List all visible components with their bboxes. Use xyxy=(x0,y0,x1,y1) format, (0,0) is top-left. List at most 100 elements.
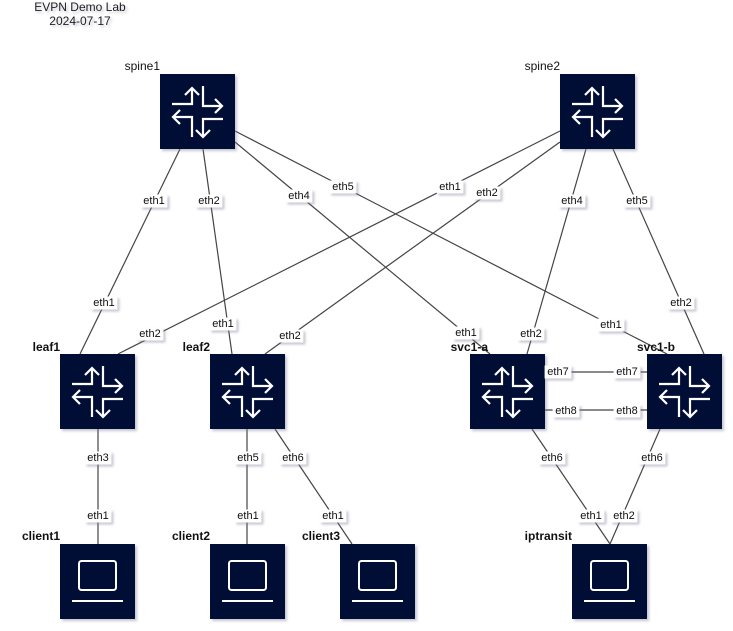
port-label-text: eth2 xyxy=(670,297,691,309)
node-label: spine1 xyxy=(125,59,161,73)
port-labels-layer: eth1 eth1 eth2 eth1 eth4 eth1 eth5 eth1 eth1 eth2… xyxy=(84,180,695,523)
port-label-background xyxy=(209,317,237,331)
router-node-box[interactable] xyxy=(60,354,135,429)
port-label-text: eth5 xyxy=(626,195,647,207)
port-label-background xyxy=(552,404,580,418)
link-spine2-eth5-to-svc1-b-eth2[interactable] xyxy=(612,148,705,355)
port-label-text: eth8 xyxy=(616,405,637,417)
port-label-background xyxy=(597,318,625,332)
port-label-text: eth1 xyxy=(87,510,108,522)
port-label-leaf2-eth1: eth1 xyxy=(209,317,237,331)
node-client3[interactable]: client3 xyxy=(302,529,415,619)
node-client1[interactable]: client1 xyxy=(22,529,135,619)
port-label-background xyxy=(319,509,347,523)
port-label-background xyxy=(279,451,307,465)
port-label-client3-eth1: eth1 xyxy=(319,509,347,523)
port-label-text: eth6 xyxy=(282,452,303,464)
port-label-background xyxy=(517,327,545,341)
port-label-client2-eth1: eth1 xyxy=(234,509,262,523)
port-label-text: eth1 xyxy=(212,318,233,330)
host-node-box[interactable] xyxy=(210,544,285,619)
node-client2[interactable]: client2 xyxy=(172,529,285,619)
port-label-background xyxy=(234,451,262,465)
port-label-background xyxy=(538,451,566,465)
node-label: client3 xyxy=(302,529,340,543)
port-label-text: eth4 xyxy=(561,195,582,207)
port-label-background xyxy=(544,365,572,379)
port-label-leaf1-eth1: eth1 xyxy=(90,296,118,310)
port-label-background xyxy=(473,186,501,200)
port-label-spine1-eth4: eth4 xyxy=(285,189,313,203)
node-spine2[interactable]: spine2 xyxy=(525,59,635,149)
link-spine1-eth5-to-svc1-b-eth1[interactable] xyxy=(234,130,668,355)
port-label-leaf1-eth3: eth3 xyxy=(84,451,112,465)
node-label: svc1-a xyxy=(451,340,489,354)
router-node-box[interactable] xyxy=(470,354,545,429)
port-label-background xyxy=(577,509,605,523)
router-node-box[interactable] xyxy=(210,354,285,429)
router-node-box[interactable] xyxy=(647,354,722,429)
port-label-svc1-b-eth7: eth7 xyxy=(613,365,641,379)
port-label-text: eth7 xyxy=(616,366,637,378)
node-svc1-a[interactable]: svc1-a xyxy=(451,340,545,429)
port-label-background xyxy=(452,326,480,340)
port-label-svc1-b-eth8: eth8 xyxy=(613,404,641,418)
host-node-box[interactable] xyxy=(60,544,135,619)
port-label-text: eth7 xyxy=(547,366,568,378)
link-leaf2-eth6-to-client3-eth1[interactable] xyxy=(274,428,353,545)
port-label-iptransit-eth2: eth2 xyxy=(610,509,638,523)
port-label-text: eth2 xyxy=(476,187,497,199)
link-spine2-eth4-to-svc1-a-eth2[interactable] xyxy=(526,148,587,355)
router-node-box[interactable] xyxy=(160,74,235,149)
port-label-svc1-b-eth1: eth1 xyxy=(597,318,625,332)
node-spine1[interactable]: spine1 xyxy=(125,59,235,149)
port-label-background xyxy=(90,296,118,310)
port-label-text: eth6 xyxy=(541,452,562,464)
port-label-svc1-b-eth2: eth2 xyxy=(667,296,695,310)
host-node-box[interactable] xyxy=(572,544,647,619)
port-label-background xyxy=(667,296,695,310)
node-leaf2[interactable]: leaf2 xyxy=(183,340,285,429)
port-label-background xyxy=(136,327,164,341)
port-label-background xyxy=(613,404,641,418)
link-svc1-b-eth6-to-iptransit-eth2[interactable] xyxy=(609,428,661,545)
port-label-spine2-eth5: eth5 xyxy=(623,194,651,208)
link-svc1-a-eth6-to-iptransit-eth1[interactable] xyxy=(531,428,611,545)
port-label-text: eth1 xyxy=(93,297,114,309)
link-spine2-eth2-to-leaf2-eth2[interactable] xyxy=(264,141,561,355)
port-label-text: eth2 xyxy=(139,328,160,340)
link-spine2-eth1-to-leaf1-eth2[interactable] xyxy=(117,130,561,355)
port-label-text: eth6 xyxy=(641,452,662,464)
link-spine1-eth4-to-svc1-a-eth1[interactable] xyxy=(234,141,491,355)
port-label-background xyxy=(638,451,666,465)
port-label-background xyxy=(329,180,357,194)
node-leaf1[interactable]: leaf1 xyxy=(33,340,135,429)
port-label-text: eth2 xyxy=(279,330,300,342)
port-label-text: eth1 xyxy=(600,319,621,331)
port-label-background xyxy=(610,509,638,523)
port-label-client1-eth1: eth1 xyxy=(84,509,112,523)
port-label-text: eth2 xyxy=(613,510,634,522)
port-label-leaf2-eth2: eth2 xyxy=(276,329,304,343)
router-node-box[interactable] xyxy=(560,74,635,149)
port-label-background xyxy=(234,509,262,523)
port-label-text: eth1 xyxy=(143,195,164,207)
link-spine1-eth1-to-leaf1-eth1[interactable] xyxy=(79,148,181,355)
port-label-text: eth1 xyxy=(580,510,601,522)
port-label-leaf2-eth6: eth6 xyxy=(279,451,307,465)
host-node-box[interactable] xyxy=(340,544,415,619)
port-label-background xyxy=(140,194,168,208)
port-label-spine2-eth2: eth2 xyxy=(473,186,501,200)
port-label-text: eth1 xyxy=(455,327,476,339)
port-label-svc1-a-eth6: eth6 xyxy=(538,451,566,465)
node-label: leaf2 xyxy=(183,340,211,354)
node-svc1-b[interactable]: svc1-b xyxy=(637,340,722,429)
title-line-1: EVPN Demo Lab xyxy=(34,0,126,14)
node-label: svc1-b xyxy=(637,340,675,354)
node-iptransit[interactable]: iptransit xyxy=(525,529,647,619)
node-label: client1 xyxy=(22,529,60,543)
port-label-background xyxy=(84,451,112,465)
port-label-text: eth4 xyxy=(288,190,309,202)
port-label-spine2-eth4: eth4 xyxy=(558,194,586,208)
port-label-svc1-a-eth7: eth7 xyxy=(544,365,572,379)
